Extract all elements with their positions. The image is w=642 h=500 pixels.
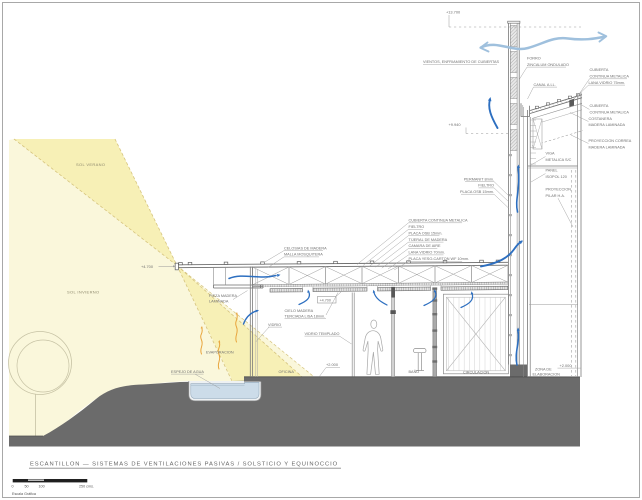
- svg-text:PIEZA MADERA: PIEZA MADERA: [209, 294, 238, 298]
- svg-text:ZONA DE: ZONA DE: [535, 367, 552, 371]
- svg-text:CUBIERTA: CUBIERTA: [590, 68, 609, 72]
- svg-text:+2.000: +2.000: [326, 362, 339, 367]
- svg-text:ELABORACION: ELABORACION: [533, 372, 561, 376]
- svg-text:SOL VERANO: SOL VERANO: [76, 162, 105, 167]
- svg-text:PLACA OSB 15mm.: PLACA OSB 15mm.: [460, 190, 494, 194]
- svg-text:CONTINUA METALICA: CONTINUA METALICA: [590, 111, 630, 115]
- svg-text:VIDRIO TEMPLADO: VIDRIO TEMPLADO: [305, 332, 340, 336]
- svg-text:+13.700: +13.700: [446, 10, 461, 15]
- svg-text:+4.700: +4.700: [320, 299, 331, 303]
- svg-text:CAMARA DE AIRE: CAMARA DE AIRE: [409, 244, 442, 248]
- svg-text:250 cms.: 250 cms.: [79, 485, 94, 489]
- svg-text:ISOPOL 120: ISOPOL 120: [546, 175, 567, 179]
- svg-text:PLACA YESO-CARTON WF 10mm.: PLACA YESO-CARTON WF 10mm.: [409, 257, 470, 261]
- svg-text:PANEL: PANEL: [546, 169, 558, 173]
- svg-text:ESPEJO DE AGUA: ESPEJO DE AGUA: [171, 370, 204, 374]
- svg-text:METALICA S/C: METALICA S/C: [546, 158, 572, 162]
- svg-text:PROYECCION CORREA: PROYECCION CORREA: [589, 139, 632, 143]
- svg-text:Escala Gráfica: Escala Gráfica: [12, 492, 37, 496]
- svg-text:TIJERAL DE MADERA: TIJERAL DE MADERA: [409, 238, 448, 242]
- svg-text:LANA VIDRIO 70mm.: LANA VIDRIO 70mm.: [409, 251, 446, 255]
- svg-text:FIELTRO: FIELTRO: [409, 225, 425, 229]
- svg-text:0: 0: [12, 485, 14, 489]
- svg-text:TERCIADA LISA 18mm.: TERCIADA LISA 18mm.: [285, 314, 326, 318]
- svg-text:PLACA OSB 15mm.: PLACA OSB 15mm.: [409, 231, 443, 235]
- svg-text:CELOSIAS DE MADERA: CELOSIAS DE MADERA: [284, 246, 327, 250]
- svg-text:VIDRIO: VIDRIO: [268, 323, 281, 327]
- svg-text:ZINCALUM ONDULADO: ZINCALUM ONDULADO: [527, 63, 569, 67]
- svg-text:MALLA MOSQUITERA: MALLA MOSQUITERA: [284, 253, 323, 257]
- svg-text:PROYECCION: PROYECCION: [546, 188, 572, 192]
- svg-text:50: 50: [25, 485, 29, 489]
- svg-text:+2.000: +2.000: [560, 363, 573, 368]
- svg-text:CUBIERTA CONTINUA METALICA: CUBIERTA CONTINUA METALICA: [409, 219, 469, 223]
- svg-text:LANA VIDRIO 75mm.: LANA VIDRIO 75mm.: [589, 81, 626, 85]
- svg-text:FIELTRO: FIELTRO: [478, 184, 494, 188]
- svg-text:VIENTOS, ENFRIAMIENTO DE CUBIE: VIENTOS, ENFRIAMIENTO DE CUBIERTAS: [423, 60, 500, 64]
- svg-text:CUBIERTA: CUBIERTA: [590, 104, 609, 108]
- svg-text:CANAL A.LL.: CANAL A.LL.: [534, 83, 556, 87]
- svg-text:ESCANTILLON — SISTEMAS DE: ESCANTILLON — SISTEMAS DE VENTILACIONES …: [30, 461, 338, 467]
- svg-text:BAÑO: BAÑO: [409, 369, 420, 374]
- svg-text:FORRO: FORRO: [527, 57, 541, 61]
- svg-text:EVAPORACION: EVAPORACION: [206, 351, 234, 355]
- svg-text:LAMINADA: LAMINADA: [209, 300, 229, 304]
- svg-text:SOL INVIERNO: SOL INVIERNO: [67, 290, 100, 295]
- svg-text:OFICINA: OFICINA: [279, 370, 295, 374]
- svg-text:CIELO MADERA: CIELO MADERA: [285, 309, 314, 313]
- svg-text:COSTANERA: COSTANERA: [589, 117, 613, 121]
- svg-text:VIGA: VIGA: [546, 152, 556, 156]
- svg-text:PILAR H.A.: PILAR H.A.: [546, 194, 565, 198]
- svg-text:100: 100: [39, 485, 45, 489]
- svg-text:CIRCULACION: CIRCULACION: [463, 371, 489, 375]
- svg-text:CONTINUA METALICA: CONTINUA METALICA: [590, 75, 630, 79]
- svg-text:+9.940: +9.940: [449, 122, 462, 127]
- svg-text:MADERA LAMINADA: MADERA LAMINADA: [589, 145, 626, 149]
- svg-text:MADERA LAMINADA: MADERA LAMINADA: [589, 123, 626, 127]
- svg-text:PERMANIT 8mm.: PERMANIT 8mm.: [464, 177, 494, 181]
- svg-text:+4.700: +4.700: [141, 264, 154, 269]
